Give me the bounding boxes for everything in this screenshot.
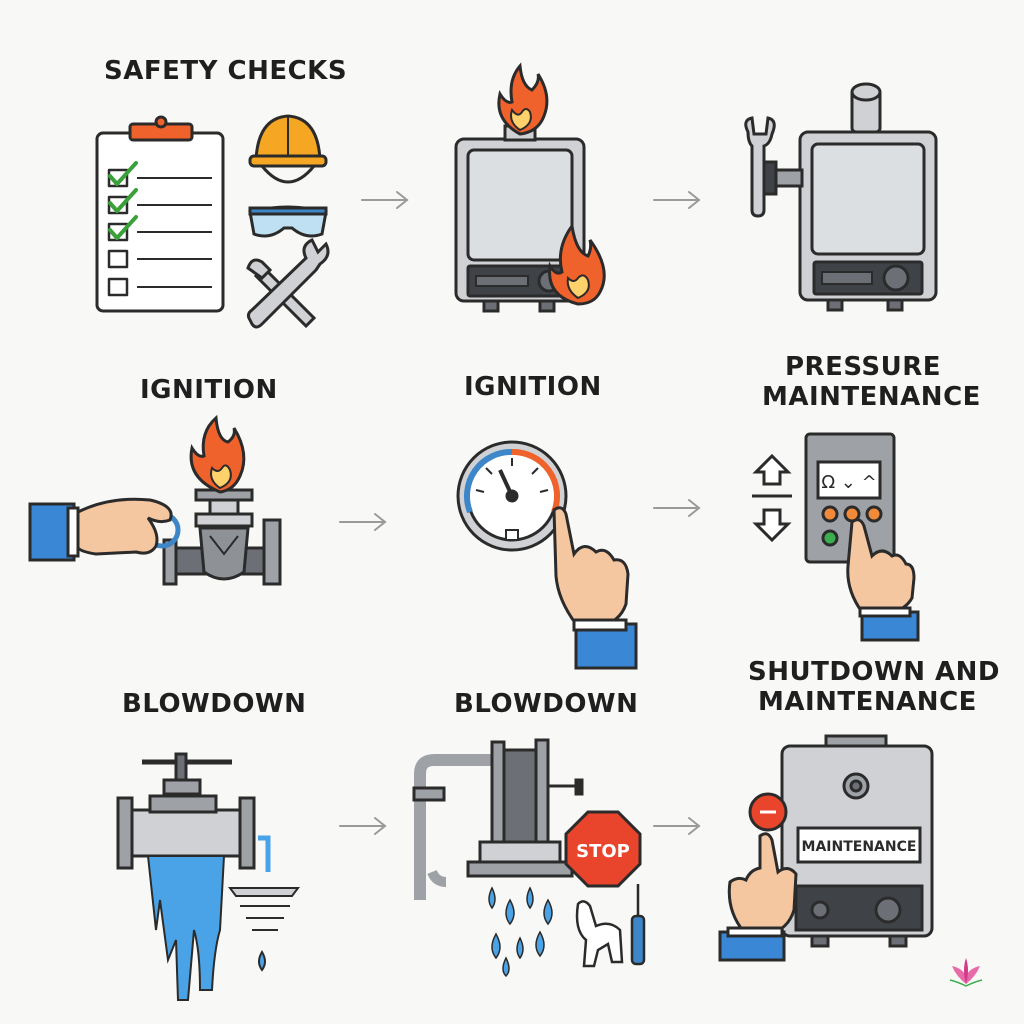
maintenance-plate-text: MAINTENANCE xyxy=(802,839,917,855)
emergency-button-icon xyxy=(748,792,788,832)
water-drops-icon xyxy=(488,886,553,978)
arrow-right-icon xyxy=(653,817,701,835)
arrow-right-icon xyxy=(339,817,387,835)
stop-sign-icon: STOP xyxy=(564,810,642,888)
shutdown-boiler-icon: MAINTENANCE xyxy=(780,734,934,948)
boiler-wrench-icon xyxy=(744,82,938,312)
safety-goggles-icon xyxy=(248,205,328,238)
label-shutdown-maintenance: MAINTENANCE xyxy=(758,687,977,717)
down-arrow-icon xyxy=(752,508,792,543)
clipboard-checklist-icon xyxy=(95,115,225,313)
screwdriver-icon xyxy=(630,884,646,966)
label-pressure-maintenance: MAINTENANCE xyxy=(762,382,981,412)
hard-hat-icon xyxy=(248,114,328,184)
hand-pointing-icon xyxy=(846,518,920,642)
stop-sign-text: STOP xyxy=(576,841,630,862)
arrow-right-icon xyxy=(339,513,387,531)
label-ignition-2: IGNITION xyxy=(464,372,602,402)
arrow-right-icon xyxy=(653,499,701,517)
hand-icon xyxy=(28,497,173,562)
hand-pointing-icon xyxy=(718,832,798,962)
label-blowdown-2: BLOWDOWN xyxy=(454,689,639,719)
panel-display-text: Ω ⌄ ^ xyxy=(821,472,876,493)
blowdown-valve-icon xyxy=(116,752,271,872)
pressure-gauge-icon xyxy=(456,440,568,552)
arrow-right-icon xyxy=(653,191,701,209)
wrench-tools-icon xyxy=(575,900,624,968)
label-safety-checks: SAFETY CHECKS xyxy=(104,56,348,86)
blowdown-pipe-icon xyxy=(412,738,584,900)
label-ignition-1: IGNITION xyxy=(140,375,278,405)
boiler-flame-icon xyxy=(454,62,606,313)
label-shutdown: SHUTDOWN AND xyxy=(748,657,1000,687)
arrow-right-icon xyxy=(361,191,409,209)
burner-valve-icon xyxy=(143,414,282,586)
label-blowdown-1: BLOWDOWN xyxy=(122,689,307,719)
crossed-tools-icon xyxy=(246,237,330,329)
water-stream-icon xyxy=(146,855,300,1001)
hand-pointing-icon xyxy=(552,506,638,670)
lotus-logo-icon xyxy=(949,958,983,987)
up-arrow-icon xyxy=(752,453,792,486)
label-pressure: PRESSURE xyxy=(785,352,942,382)
